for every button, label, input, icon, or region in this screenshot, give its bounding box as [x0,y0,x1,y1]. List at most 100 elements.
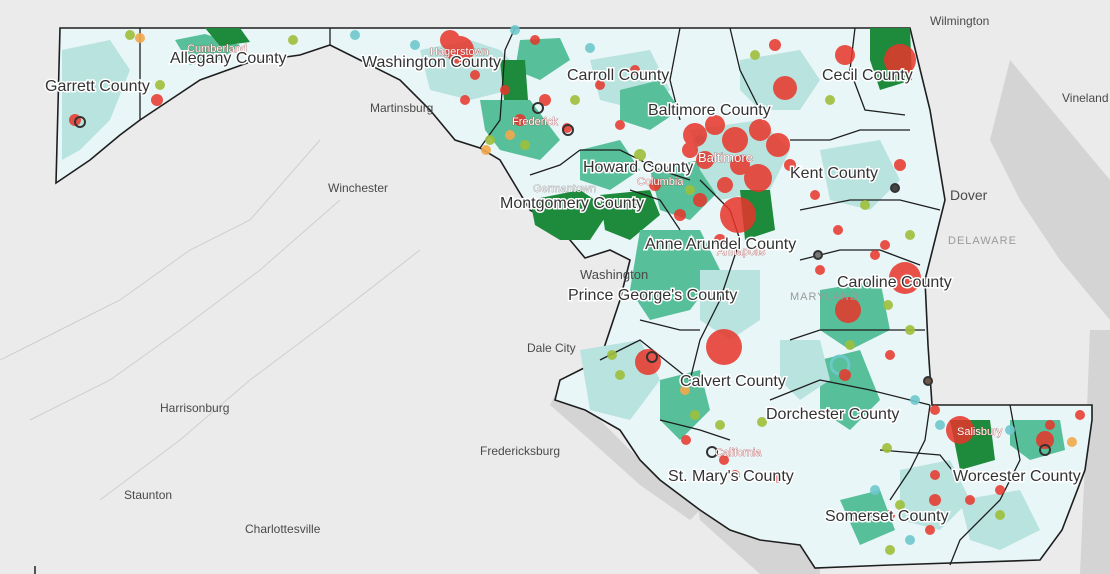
tract [700,270,760,340]
data-point [965,495,975,505]
data-point [514,114,526,126]
label-baltimore-city: Baltimore [698,150,753,165]
data-point [885,510,895,520]
data-point [930,405,940,415]
label-washington: Washington [580,267,648,282]
data-point [720,197,756,233]
data-point [693,193,707,207]
data-point [615,370,625,380]
label-charlottesville: Charlottesville [245,522,321,536]
data-point [680,385,690,395]
tract [820,140,900,210]
data-point [681,435,691,445]
data-point [929,494,941,506]
label-somerset-county: Somerset County [825,508,949,525]
data-point [500,85,510,95]
data-point [1036,431,1054,449]
data-point [505,130,515,140]
data-point [885,545,895,555]
tract [820,350,880,430]
data-point [935,420,945,430]
label-worcester-county: Worcester County [953,468,1081,485]
label-winchester: Winchester [328,181,388,195]
data-point [607,350,617,360]
label-salisbury: Salisbury [957,426,1003,438]
label-howard-county: Howard County [583,159,693,176]
data-point [905,230,915,240]
data-point [570,95,580,105]
label-caroline-county: Caroline County [837,274,952,291]
points-olive [125,30,1005,555]
data-point [539,94,551,106]
data-point [510,25,520,35]
data-point [685,185,695,195]
data-point [773,473,783,483]
label-anne-arundel-county: Anne Arundel County [645,236,796,253]
label-baltimore-county: Baltimore County [648,102,771,119]
data-point [766,133,790,157]
data-point [440,30,460,50]
label-staunton: Staunton [124,488,172,502]
tract [780,340,830,400]
data-point [815,265,825,275]
label-hagerstown: Hagerstown [430,46,489,58]
data-point [683,123,707,147]
data-point [995,510,1005,520]
data-point [845,340,855,350]
label-frederick: Frederick [512,116,558,128]
data-point [696,151,714,169]
data-point [717,177,733,193]
data-point [714,234,726,246]
label-germantown: Germantown [533,183,596,195]
data-point [682,142,698,158]
label-cumberland: Cumberland [187,43,247,55]
data-point [884,44,916,76]
data-point [410,40,420,50]
city-labels: Cumberland Hagerstown Frederick Baltimor… [187,43,1003,460]
data-point [1067,437,1077,447]
tract [500,60,528,110]
data-point [151,94,163,106]
tract [515,38,570,80]
data-point [706,329,742,365]
label-wilmington: Wilmington [930,14,989,28]
data-point [585,43,595,53]
data-point [705,115,725,135]
data-point [350,30,360,40]
potomac-river [550,395,700,520]
data-point [833,225,843,235]
data-point [646,351,658,363]
data-point [481,145,491,155]
label-dover: Dover [950,187,988,203]
data-point [923,376,933,386]
data-point [706,446,718,458]
tract [630,230,720,320]
county-labels: Garrett County Allegany County Washingto… [44,49,1083,527]
data-point [288,35,298,45]
data-point [722,127,748,153]
data-point [769,39,781,51]
data-point [895,500,905,510]
data-point [910,395,920,405]
data-point [649,179,661,191]
data-point [894,159,906,171]
data-point [630,65,640,75]
data-point [595,80,605,90]
data-point [1075,410,1085,420]
data-point [530,35,540,45]
label-fredericksburg: Fredericksburg [480,444,560,458]
data-point [1045,420,1055,430]
delaware-bay [990,60,1110,320]
label-prince-georges-county: Prince George's County [568,287,737,304]
data-point [835,297,861,323]
tract [420,40,520,100]
data-point [810,190,820,200]
label-delaware: DELAWARE [948,235,1017,247]
label-allegany-county: Allegany County [170,50,287,67]
label-annapolis: Annapolis [717,246,766,258]
label-garrett-county: Garrett County [45,78,150,95]
data-point [485,135,495,145]
data-point [562,124,574,136]
